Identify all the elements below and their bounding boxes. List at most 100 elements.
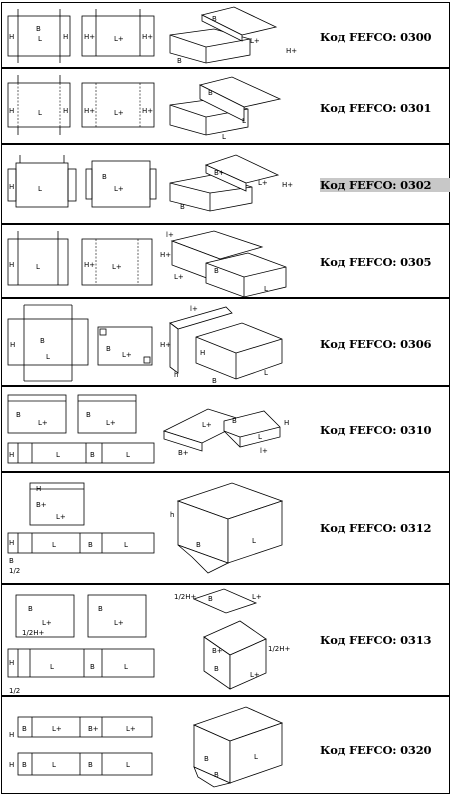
label-L-plus: L+: [252, 593, 262, 601]
fefco-code: Код FEFCO: 0310: [320, 423, 432, 437]
label-B: B: [214, 267, 219, 275]
row-0301: H L H H+ L+ H+ B L L Код FEFCO: 0301: [1, 68, 450, 144]
label-B: B: [102, 173, 107, 181]
label-B: B: [177, 57, 182, 65]
label-B-plus: B+: [214, 169, 225, 177]
label-L: L: [36, 263, 40, 271]
label-L-plus: L+: [126, 725, 136, 733]
label-L: L: [56, 451, 60, 459]
fefco-code: Код FEFCO: 0320: [320, 743, 432, 757]
label-H: H: [36, 485, 41, 493]
label-L-plus: L+: [106, 419, 116, 427]
label-l-plus: l+: [260, 447, 268, 455]
label-B-plus: B+: [178, 449, 189, 457]
label-B-plus: B+: [212, 647, 223, 655]
label-B-plus: B+: [88, 725, 99, 733]
label-L-plus: L+: [38, 419, 48, 427]
label-L-plus: L+: [56, 513, 66, 521]
row-0313: B L+ 1/2H+ B L+ H L B L 1/2 1/2H+ B L+ 1…: [1, 584, 450, 696]
label-H: H: [9, 659, 14, 667]
label-B: B: [86, 411, 91, 419]
row-0320: H B L+ B+ L+ H B L B L B L B Код FEFCO: …: [1, 696, 450, 794]
label-L: L: [222, 133, 226, 141]
fefco-code: Код FEFCO: 0306: [320, 337, 432, 351]
fefco-code: Код FEFCO: 0301: [320, 101, 432, 115]
label-B: B: [232, 417, 237, 425]
diagram-0301: H L H H+ L+ H+ B L L: [7, 75, 282, 141]
label-l-plus: l+: [166, 231, 174, 239]
label-half-H: 1/2H+: [22, 629, 45, 637]
label-h: h: [170, 511, 174, 519]
diagram-0302: H L L+ B B+ L+ H+ B: [7, 154, 293, 212]
label-half: 1/2: [9, 687, 20, 695]
label-L: L: [126, 761, 130, 769]
label-B: B: [36, 25, 41, 33]
label-L: L: [46, 353, 50, 361]
label-B: B: [208, 595, 213, 603]
label-L-plus: L+: [112, 263, 122, 271]
label-B: B: [212, 377, 217, 385]
label-B: B: [88, 541, 93, 549]
fefco-code: Код FEFCO: 0302: [320, 178, 450, 192]
label-L-plus: L+: [114, 619, 124, 627]
label-H: H: [10, 341, 15, 349]
label-B: B: [22, 725, 27, 733]
diagram-0306: H B L B L+ l+ H+ H h B L: [7, 304, 283, 385]
diagram-0313: B L+ 1/2H+ B L+ H L B L 1/2 1/2H+ B L+ 1…: [7, 588, 291, 695]
label-L-plus: L+: [258, 179, 268, 187]
diagram-0305: H L H+ L+ l+ H+ L+ B L: [7, 230, 287, 298]
label-L-plus: L+: [114, 185, 124, 193]
diagram-0312: H B+ L+ H L B L 1/2 B h B L: [7, 482, 284, 575]
label-L-plus: L+: [250, 671, 260, 679]
label-L-plus: L+: [114, 35, 124, 43]
label-H: H: [9, 731, 14, 739]
label-H-plus: H+: [84, 33, 95, 41]
fefco-code: Код FEFCO: 0313: [320, 633, 432, 647]
label-L: L: [264, 369, 268, 377]
row-0310: B L+ B L+ H L B L L+ B L H B+ l+ Код FEF…: [1, 386, 450, 472]
label-L: L: [252, 537, 256, 545]
label-L: L: [264, 285, 268, 293]
label-L: L: [124, 663, 128, 671]
label-B: B: [212, 15, 217, 23]
row-0312: H B+ L+ H L B L 1/2 B h B L Код FEFCO: 0…: [1, 472, 450, 584]
label-H: H+: [286, 47, 297, 55]
label-B: B: [204, 755, 209, 763]
label-half: 1/2: [9, 567, 20, 575]
label-h: h: [174, 371, 178, 379]
label-L: L: [124, 541, 128, 549]
label-B: B: [214, 771, 219, 779]
label-B-plus: B+: [36, 501, 47, 509]
label-B: B: [98, 605, 103, 613]
row-0302: H L L+ B B+ L+ H+ B Код FEFCO: 0302: [1, 144, 450, 224]
label-L-plus: L+: [42, 619, 52, 627]
label-B: B: [9, 557, 14, 565]
label-H: H: [9, 107, 14, 115]
label-L-plus: L+: [122, 351, 132, 359]
label-H-plus: H+: [84, 261, 95, 269]
label-H-plus: H+: [142, 33, 153, 41]
label-L: L+: [250, 37, 260, 45]
label-B: B: [16, 411, 21, 419]
label-B: B: [180, 203, 185, 211]
label-L: L: [50, 663, 54, 671]
row-0305: H L H+ L+ l+ H+ L+ B L Код FEFCO: 0305: [1, 224, 450, 298]
label-H: H: [284, 419, 289, 427]
label-H-plus: H+: [160, 341, 171, 349]
label-B: B: [28, 605, 33, 613]
label-B: B: [88, 761, 93, 769]
label-H-plus: H+: [160, 251, 171, 259]
label-H: H: [9, 539, 14, 547]
label-half-H-plus: 1/2H+: [268, 645, 291, 653]
label-B: B: [40, 337, 45, 345]
label-H: H: [9, 761, 14, 769]
label-H: H: [9, 33, 14, 41]
label-L-plus: L+: [202, 421, 212, 429]
label-L-plus: L+: [52, 725, 62, 733]
label-L-plus: L+: [174, 273, 184, 281]
label-L-plus: L+: [114, 109, 124, 117]
row-0306: H B L B L+ l+ H+ H h B L Код FEFCO: 0306: [1, 298, 450, 386]
label-L: L: [258, 433, 262, 441]
label-H-plus: H+: [142, 107, 153, 115]
diagram-0320: H B L+ B+ L+ H B L B L B L B: [9, 706, 284, 788]
